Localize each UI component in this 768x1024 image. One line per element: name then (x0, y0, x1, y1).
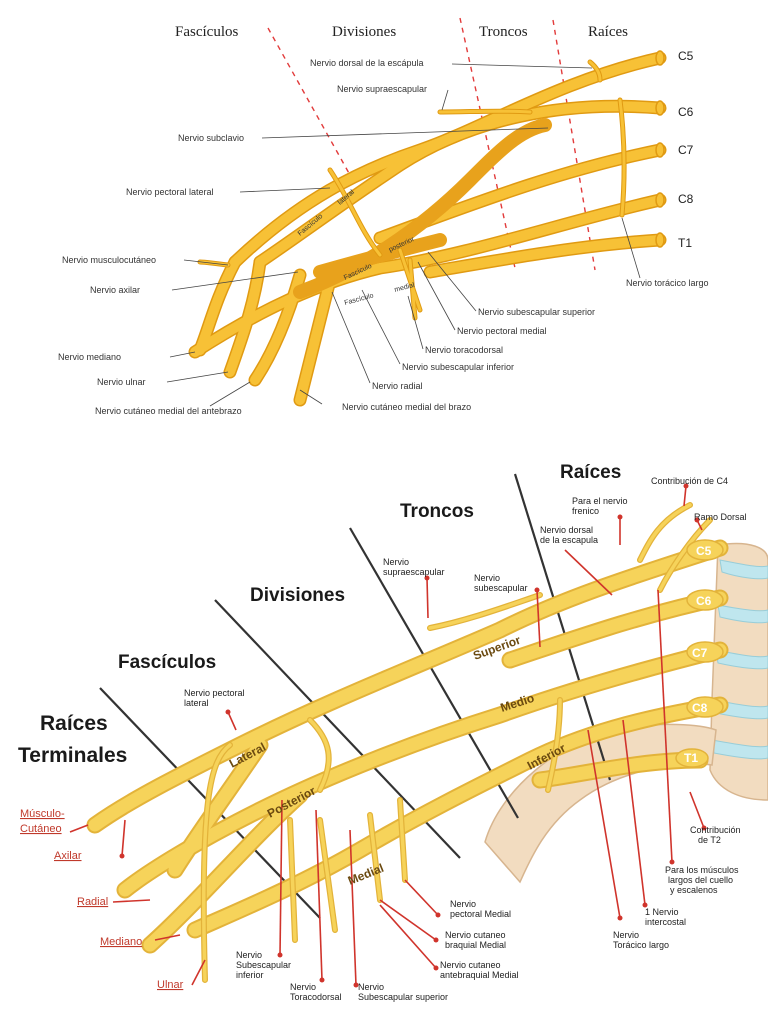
bottom-root-c5: C5 (696, 544, 712, 558)
label-contrib-c4: Contribución de C4 (651, 476, 728, 486)
top-nerves (188, 51, 667, 407)
top-label-subescapular-superior: Nervio subescapular superior (478, 307, 595, 317)
bottom-root-c7: C7 (692, 646, 708, 660)
top-label-musculocutaneo: Nervio musculocutáneo (62, 255, 156, 265)
label-dorsal-esc-2: de la escapula (540, 535, 598, 545)
top-label-axilar: Nervio axilar (90, 285, 140, 295)
bottom-nerves (86, 502, 729, 983)
top-root-c6: C6 (678, 105, 694, 119)
bottom-header-troncos: Troncos (400, 501, 474, 522)
label-subesc-sup-1: Nervio (358, 982, 384, 992)
terminal-ulnar: Ulnar (157, 979, 184, 991)
top-root-c8: C8 (678, 192, 694, 206)
top-label-ulnar: Nervio ulnar (97, 377, 146, 387)
terminal-axilar: Axilar (54, 850, 82, 862)
bottom-header-divisiones: Divisiones (250, 585, 345, 606)
label-toracico-1: Nervio (613, 930, 639, 940)
label-supraesc-2: supraescapular (383, 567, 445, 577)
bottom-root-caps (675, 539, 724, 768)
top-label-cutaneo-antebrazo: Nervio cutáneo medial del antebrazo (95, 406, 242, 416)
label-intercostal-2: intercostal (645, 917, 686, 927)
terminal-cutaneo: Cutáneo (20, 823, 62, 835)
bottom-header-raices-terminales-2: Terminales (18, 744, 127, 767)
bottom-red-leaders (69, 485, 705, 986)
label-subesc-2: subescapular (474, 583, 528, 593)
label-frenico-2: frenico (572, 506, 599, 516)
label-contrib-t2-2: de T2 (698, 835, 721, 845)
top-dividers (267, 17, 596, 271)
label-toracico-2: Torácico largo (613, 940, 669, 950)
terminal-radial: Radial (77, 896, 108, 908)
top-root-c7: C7 (678, 143, 694, 157)
label-contrib-t2-1: Contribución (690, 825, 741, 835)
top-label-pectoral-medial: Nervio pectoral medial (457, 326, 547, 336)
top-header-divisiones: Divisiones (332, 24, 396, 40)
top-header-raices: Raíces (588, 24, 628, 40)
bottom-root-t1: T1 (684, 751, 698, 765)
top-label-subclavio: Nervio subclavio (178, 133, 244, 143)
bottom-header-fasciculos: Fascículos (118, 652, 216, 673)
label-subesc-inf-3: inferior (236, 970, 264, 980)
label-frenico-1: Para el nervio (572, 496, 628, 506)
label-toracodorsal-1: Nervio (290, 982, 316, 992)
top-header-troncos: Troncos (479, 24, 528, 40)
top-label-subescapular-inferior: Nervio subescapular inferior (402, 362, 514, 372)
top-root-c5: C5 (678, 49, 694, 63)
bottom-root-c8: C8 (692, 701, 708, 715)
bottom-red-dots (119, 483, 707, 988)
label-cut-braq-2: braquial Medial (445, 940, 506, 950)
label-pect-lat-2: lateral (184, 698, 209, 708)
label-subesc-sup-2: Subescapular superior (358, 992, 448, 1002)
top-root-t1: T1 (678, 236, 692, 250)
label-largos-1: Para los músculos (665, 865, 739, 875)
label-pect-med-2: pectoral Medial (450, 909, 511, 919)
label-intercostal-1: 1 Nervio (645, 907, 679, 917)
top-root-caps (655, 50, 665, 248)
top-diagram: Fascículo lateral Fascículo posterior Fa… (58, 17, 709, 416)
label-subesc-inf-1: Nervio (236, 950, 262, 960)
label-pect-lat-1: Nervio pectoral (184, 688, 245, 698)
top-label-toracico-largo: Nervio torácico largo (626, 278, 709, 288)
label-pect-med-1: Nervio (450, 899, 476, 909)
label-cut-braq-1: Nervio cutaneo (445, 930, 506, 940)
top-label-radial: Nervio radial (372, 381, 423, 391)
bottom-header-raices: Raíces (560, 462, 621, 483)
label-cut-antebraq-1: Nervio cutaneo (440, 960, 501, 970)
label-cut-antebraq-2: antebraquial Medial (440, 970, 519, 980)
bottom-header-raices-terminales-1: Raíces (40, 712, 108, 735)
top-label-mediano: Nervio mediano (58, 352, 121, 362)
bottom-root-c6: C6 (696, 594, 712, 608)
top-label-toracodorsal: Nervio toracodorsal (425, 345, 503, 355)
label-dorsal-esc-1: Nervio dorsal (540, 525, 593, 535)
label-largos-3: y escalenos (670, 885, 718, 895)
terminal-musculo: Músculo- (20, 808, 65, 820)
top-label-pectoral-lateral: Nervio pectoral lateral (126, 187, 214, 197)
top-header-fasciculos: Fascículos (175, 24, 238, 40)
top-label-supraescapular: Nervio supraescapular (337, 84, 427, 94)
label-ramo-dorsal: Ramo Dorsal (694, 512, 747, 522)
top-label-dorsal-escapula: Nervio dorsal de la escápula (310, 58, 424, 68)
terminal-mediano: Mediano (100, 936, 142, 948)
label-subesc-inf-2: Subescapular (236, 960, 291, 970)
label-largos-2: largos del cuello (668, 875, 733, 885)
bottom-diagram: Raíces Troncos Divisiones Fascículos Raí… (18, 462, 768, 1002)
label-subesc-1: Nervio (474, 573, 500, 583)
label-supraesc-1: Nervio (383, 557, 409, 567)
label-toracodorsal-2: Toracodorsal (290, 992, 342, 1002)
top-label-cutaneo-brazo: Nervio cutáneo medial del brazo (342, 402, 471, 412)
top-leaders (166, 63, 641, 407)
